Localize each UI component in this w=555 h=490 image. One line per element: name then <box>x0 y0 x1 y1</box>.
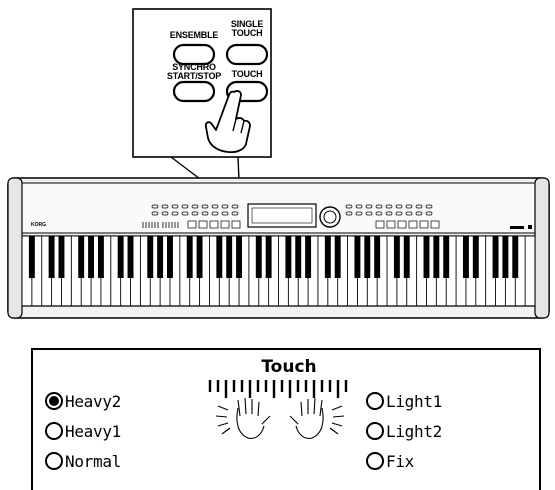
radio-empty-icon <box>366 452 384 470</box>
black-key <box>364 236 371 278</box>
radio-empty-icon <box>366 392 384 410</box>
black-key <box>305 236 312 278</box>
black-key <box>393 236 400 278</box>
black-key <box>334 236 341 278</box>
synchro-button-shape <box>172 80 216 103</box>
synchro-start-stop-label: SYNCHRO START/STOP <box>166 62 222 81</box>
black-key <box>502 236 509 278</box>
black-key <box>462 236 469 278</box>
black-key <box>226 236 233 278</box>
radio-empty-icon <box>45 452 63 470</box>
hand-pointer-icon <box>204 90 251 154</box>
black-key <box>127 236 134 278</box>
black-key <box>265 236 272 278</box>
touch-display-panel <box>31 348 541 490</box>
black-key <box>78 236 85 278</box>
hands-on-keys-icon <box>208 380 348 439</box>
black-key <box>28 236 35 278</box>
option-label: Heavy1 <box>65 421 121 441</box>
black-key <box>374 236 381 278</box>
single-touch-button-shape <box>225 43 269 66</box>
black-key <box>147 236 154 278</box>
option-heavy1[interactable]: Heavy1 <box>45 419 121 443</box>
black-key <box>117 236 124 278</box>
black-key <box>216 236 223 278</box>
black-key <box>196 236 203 278</box>
touch-label: TOUCH <box>231 69 263 79</box>
black-key <box>354 236 361 278</box>
option-light1[interactable]: Light1 <box>366 389 442 413</box>
option-fix[interactable]: Fix <box>366 449 414 473</box>
option-label: Normal <box>65 451 121 471</box>
black-key <box>157 236 164 278</box>
black-key <box>423 236 430 278</box>
black-key <box>295 236 302 278</box>
option-light2[interactable]: Light2 <box>366 419 442 443</box>
radio-empty-icon <box>366 422 384 440</box>
black-key <box>97 236 104 278</box>
black-key <box>512 236 519 278</box>
single-touch-label: SINGLE TOUCH <box>230 19 264 38</box>
black-key <box>88 236 95 278</box>
radio-selected-icon <box>45 392 63 410</box>
option-heavy2[interactable]: Heavy2 <box>45 389 121 413</box>
display-title: Touch <box>261 357 317 377</box>
option-label: Light1 <box>386 391 442 411</box>
ensemble-button-shape <box>172 43 216 66</box>
black-key <box>492 236 499 278</box>
brand-logo: KORG <box>31 222 46 228</box>
black-key <box>255 236 262 278</box>
ensemble-label: ENSEMBLE <box>169 30 219 40</box>
option-label: Light2 <box>386 421 442 441</box>
black-key <box>236 236 242 278</box>
black-key <box>324 236 331 278</box>
black-key <box>443 236 450 278</box>
black-key <box>433 236 440 278</box>
option-label: Heavy2 <box>65 391 121 411</box>
option-label: Fix <box>386 451 414 471</box>
black-key <box>48 236 55 278</box>
black-key <box>58 236 65 278</box>
black-key <box>403 236 410 278</box>
black-key <box>472 236 479 278</box>
black-key <box>186 236 193 278</box>
black-key <box>167 236 173 278</box>
black-key <box>285 236 292 278</box>
option-normal[interactable]: Normal <box>45 449 121 473</box>
radio-empty-icon <box>45 422 63 440</box>
